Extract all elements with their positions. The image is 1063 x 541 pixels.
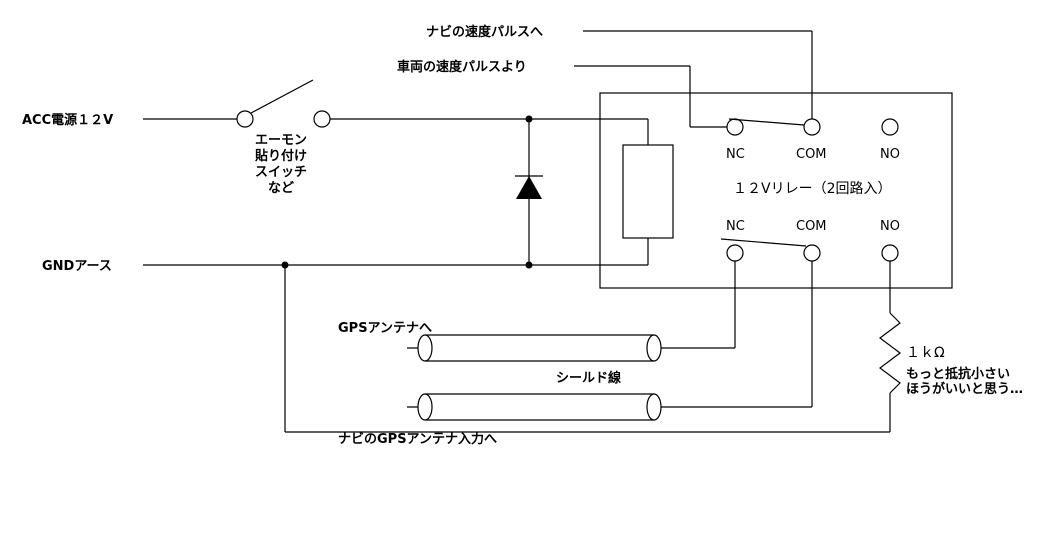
svg-text:スイッチ: スイッチ (255, 165, 307, 180)
acc-power-label: ACC電源１２V (22, 112, 113, 128)
bottom-no-label: NO (880, 219, 900, 234)
switch-terminal-left (236, 110, 254, 128)
gps-antenna-label: GPSアンテナへ (338, 321, 432, 336)
bottom-contact-arm (720, 238, 807, 247)
switch-label: エーモン 貼り付け スイッチ など (255, 133, 307, 196)
shield-cable-bottom (417, 393, 662, 421)
junction-dot (525, 261, 533, 269)
svg-text:ほうがいいと思う…: ほうがいいと思う… (906, 381, 1023, 397)
relay-title: １２Vリレー（2回路入） (733, 181, 891, 197)
bottom-no-terminal (881, 244, 899, 262)
relay-box (599, 92, 953, 289)
svg-text:もっと抵抗小さい: もっと抵抗小さい (906, 366, 1010, 382)
switch-terminal-right (313, 110, 331, 128)
gnd-label: GNDアース (42, 259, 112, 274)
top-nc-label: NC (726, 147, 745, 162)
bottom-com-label: COM (796, 219, 827, 234)
diode-icon (516, 176, 542, 199)
svg-text:貼り付け: 貼り付け (255, 148, 307, 164)
navi-speed-pulse-label: ナビの速度パルスへ (426, 24, 543, 40)
shield-cable-top (417, 334, 662, 362)
top-no-label: NO (880, 147, 900, 162)
relay-coil (622, 144, 674, 239)
bottom-com-terminal (803, 244, 821, 262)
navi-gps-input-label: ナビのGPSアンテナ入力へ (338, 431, 497, 447)
shield-cable-label: シールド線 (556, 370, 622, 386)
bottom-nc-terminal (726, 244, 744, 262)
car-speed-pulse-label: 車両の速度パルスより (397, 59, 527, 75)
resistor-note: もっと抵抗小さい ほうがいいと思う… (906, 366, 1023, 397)
bottom-nc-label: NC (726, 219, 745, 234)
svg-text:など: など (268, 181, 294, 196)
resistor-value-label: １ｋΩ (906, 345, 945, 361)
top-com-terminal (803, 118, 821, 136)
top-contact-arm (728, 118, 805, 126)
top-com-label: COM (796, 147, 827, 162)
top-no-terminal (881, 118, 899, 136)
top-nc-terminal (726, 118, 744, 136)
resistor-icon (879, 312, 901, 394)
switch-lever (250, 79, 314, 114)
svg-text:エーモン: エーモン (255, 133, 307, 148)
